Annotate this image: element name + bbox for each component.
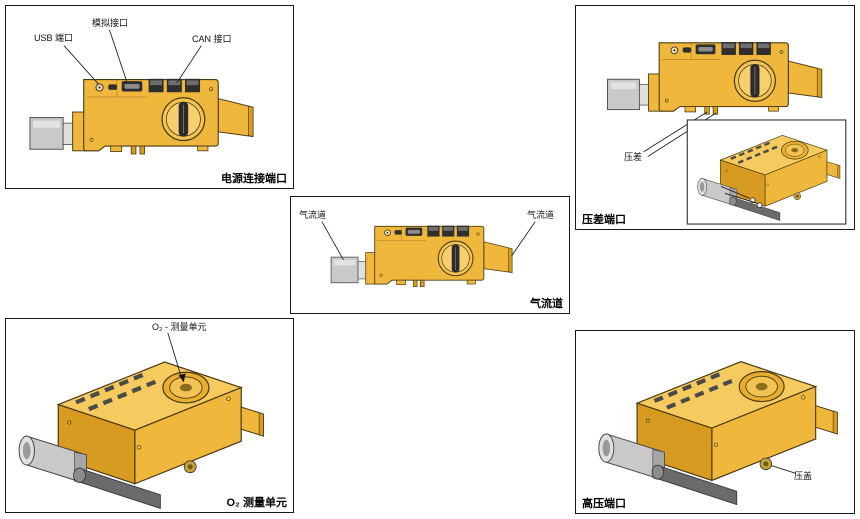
caption-o2-unit: O₂ 测量单元 <box>226 497 288 509</box>
label-airflow-left: 气流道 <box>299 210 327 220</box>
panel-pressure-diff: 压差 压差端口 <box>575 5 855 230</box>
panel-power-ports: USB 端口 模拟接口 CAN 接口 电源连接端口 <box>5 5 294 189</box>
device-side-view-instance <box>29 78 254 155</box>
leader-line <box>643 111 708 153</box>
leader-line <box>771 465 797 474</box>
power-ports-illustration <box>29 29 254 155</box>
caption-power-ports: 电源连接端口 <box>221 173 287 185</box>
airflow-illustration <box>321 221 536 288</box>
caption-airflow: 气流道 <box>530 298 563 310</box>
leader-line <box>176 45 202 84</box>
device-iso-view-instance <box>18 361 264 510</box>
label-airflow-right: 气流道 <box>527 210 555 220</box>
device-side-view-instance <box>606 41 823 115</box>
label-o2-unit: O₂ - 测量单元 <box>152 322 207 332</box>
leader-line <box>63 45 99 85</box>
label-pressure-diff: 压差 <box>624 152 643 162</box>
leader-line <box>167 332 183 379</box>
leader-line <box>511 221 536 257</box>
device-iso-view-instance <box>598 361 838 506</box>
pressure-port-nub <box>756 202 763 209</box>
panel-o2-unit: O₂ - 测量单元 O₂ 测量单元 <box>5 318 294 513</box>
leader-line <box>109 29 128 84</box>
panel-high-pressure: 压盖 高压端口 <box>575 330 855 514</box>
high-pressure-illustration <box>598 361 838 506</box>
o2-unit-illustration <box>18 332 264 510</box>
caption-high-pressure: 高压端口 <box>582 498 626 510</box>
label-analog-port: 模拟接口 <box>92 18 129 28</box>
caption-pressure-diff: 压差端口 <box>582 214 626 226</box>
panel-airflow: 气流道 气流道 气流道 <box>290 196 570 314</box>
label-usb-port: USB 端口 <box>34 33 74 43</box>
leader-line <box>321 221 344 261</box>
pressure-diff-illustration <box>606 41 847 225</box>
leader-arrowhead <box>178 373 186 383</box>
label-can-port: CAN 接口 <box>192 34 232 44</box>
leader-line <box>720 185 750 199</box>
leader-line <box>724 192 757 204</box>
device-side-view-instance <box>330 225 513 288</box>
label-pressure-cap: 压盖 <box>794 471 813 481</box>
